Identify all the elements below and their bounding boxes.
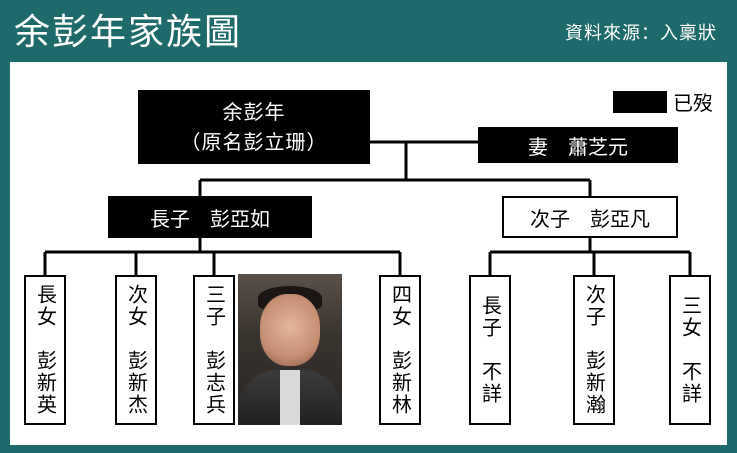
son-label: 次子 彭亞凡 [530, 206, 650, 231]
grandchild-box: 長女 彭新英 [24, 275, 66, 425]
grandchild-label: 次子 彭新瀚 [582, 284, 607, 416]
patriarch-name: 余彭年 [222, 100, 286, 124]
page-title: 余彭年家族圖 [14, 12, 243, 53]
grandchild-box: 次女 彭新杰 [115, 275, 157, 425]
portrait-photo [238, 274, 342, 425]
grandchild-box: 三子 彭志兵 [193, 275, 235, 425]
son-box-eldest: 長子 彭亞如 [108, 196, 312, 238]
grandchild-label: 長子 不詳 [478, 295, 503, 405]
source-note: 資料來源：入稟狀 [565, 23, 717, 44]
grandchild-label: 次女 彭新杰 [124, 284, 149, 416]
portrait-face [260, 294, 320, 366]
portrait-shirt [280, 370, 300, 425]
patriarch-note: （原名彭立珊） [180, 130, 328, 154]
grandchild-box: 四女 彭新林 [379, 275, 421, 425]
grandchild-box: 三女 不詳 [669, 275, 711, 425]
spouse-label: 妻 蕭芝元 [528, 134, 628, 159]
spouse-box: 妻 蕭芝元 [478, 127, 678, 163]
legend-label: 已歿 [673, 91, 713, 115]
grandchild-label: 三子 彭志兵 [202, 284, 227, 416]
grandchild-box: 長子 不詳 [469, 275, 511, 425]
legend: 已歿 [613, 87, 713, 116]
grandchild-label: 四女 彭新林 [388, 284, 413, 416]
grandchild-label: 長女 彭新英 [33, 284, 58, 416]
son-label: 長子 彭亞如 [150, 206, 270, 231]
grandchild-box: 次子 彭新瀚 [573, 275, 615, 425]
legend-swatch [613, 90, 667, 113]
grandchild-label: 三女 不詳 [678, 295, 703, 405]
patriarch-box: 余彭年 （原名彭立珊） [138, 90, 370, 164]
son-box-second: 次子 彭亞凡 [502, 196, 678, 238]
